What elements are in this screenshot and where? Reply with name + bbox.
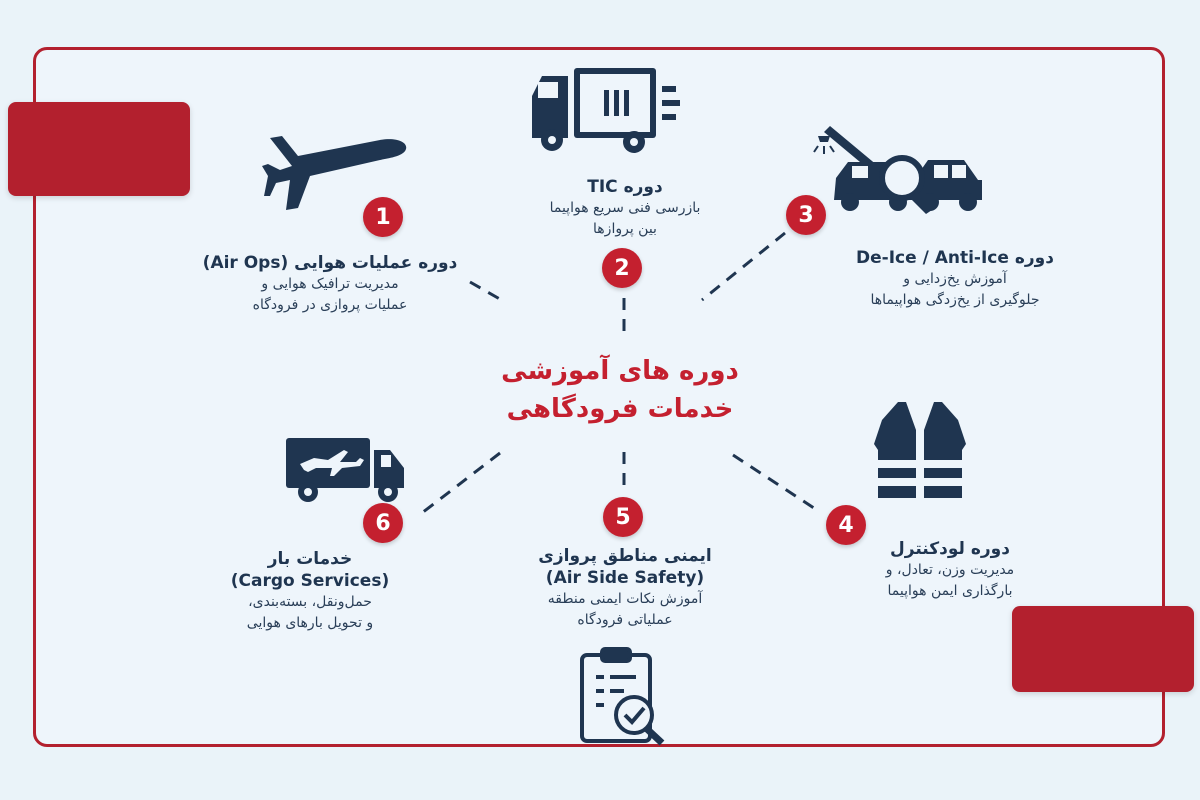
course-subtitle-6: (Cargo Services) xyxy=(230,571,390,591)
center-title: دوره های آموزشی خدمات فرودگاهی xyxy=(470,352,770,428)
course-desc-1-line2: عملیات پروازی در فرودگاه xyxy=(252,297,408,313)
badge-4: 4 xyxy=(826,505,866,545)
course-desc-3-line1: آموزش یخ‌زدایی و xyxy=(903,271,1007,287)
deice-vehicle-icon xyxy=(813,126,982,214)
course-desc-5-line1: آموزش نکات ایمنی منطقه xyxy=(547,591,703,607)
course-desc-3-line2: جلوگیری از یخ‌زدگی هواپیماها xyxy=(870,292,1040,308)
center-title-line2: خدمات فرودگاهی xyxy=(506,394,734,424)
course-desc-1-line1: مدیریت ترافیک هوایی و xyxy=(261,276,399,292)
course-block-2: دوره TIC بازرسی فنی سریع هواپیما بین پرو… xyxy=(480,176,770,240)
checklist-magnifier-icon xyxy=(580,647,665,746)
badge-1: 1 xyxy=(363,197,403,237)
course-desc-6-line2: و تحویل بارهای هوایی xyxy=(246,615,374,631)
course-block-4: دوره لودکنترل مدیریت وزن، تعادل، و بارگذ… xyxy=(830,538,1070,602)
badge-2: 2 xyxy=(602,248,642,288)
decorative-ribbon-left xyxy=(8,102,190,196)
course-block-3: دوره De-Ice / Anti-Ice آموزش یخ‌زدایی و … xyxy=(790,247,1120,311)
course-title-6: خدمات بار xyxy=(267,549,353,569)
center-title-line1: دوره های آموزشی xyxy=(501,356,739,386)
course-block-5: ایمنی مناطق پروازی (Air Side Safety) آمو… xyxy=(490,545,760,631)
airplane-icon xyxy=(262,136,407,210)
course-desc-4-line1: مدیریت وزن، تعادل، و xyxy=(885,562,1015,578)
frame-border xyxy=(33,47,1165,747)
course-desc-4-line2: بارگذاری ایمن هواپیما xyxy=(887,583,1013,599)
course-title-1: دوره عملیات هوایی (Air Ops) xyxy=(202,253,458,273)
connector-1 xyxy=(469,280,506,304)
course-desc-2-line2: بین پروازها xyxy=(593,221,657,237)
cargo-truck-icon xyxy=(286,438,404,502)
course-title-2: دوره TIC xyxy=(587,177,663,197)
course-desc-5-line2: عملیاتی فرودگاه xyxy=(577,612,673,628)
course-title-4: دوره لودکنترل xyxy=(890,539,1010,559)
badge-5: 5 xyxy=(603,497,643,537)
connector-4 xyxy=(732,453,821,514)
connector-6 xyxy=(417,451,501,518)
course-desc-6-line1: حمل‌ونقل، بسته‌بندی، xyxy=(248,594,372,610)
decorative-ribbon-right xyxy=(1012,606,1194,692)
course-title-5: ایمنی مناطق پروازی xyxy=(538,546,712,566)
connector-3 xyxy=(701,231,786,302)
course-title-3: دوره De-Ice / Anti-Ice xyxy=(856,248,1054,268)
course-desc-2-line1: بازرسی فنی سریع هواپیما xyxy=(549,200,701,216)
badge-3: 3 xyxy=(786,195,826,235)
course-block-6: خدمات بار (Cargo Services) حمل‌ونقل، بست… xyxy=(190,548,430,634)
truck-icon xyxy=(532,68,680,153)
course-block-1: دوره عملیات هوایی (Air Ops) مدیریت ترافی… xyxy=(150,252,510,316)
course-subtitle-5: (Air Side Safety) xyxy=(545,568,705,588)
safety-vest-icon xyxy=(874,402,966,498)
badge-6: 6 xyxy=(363,503,403,543)
